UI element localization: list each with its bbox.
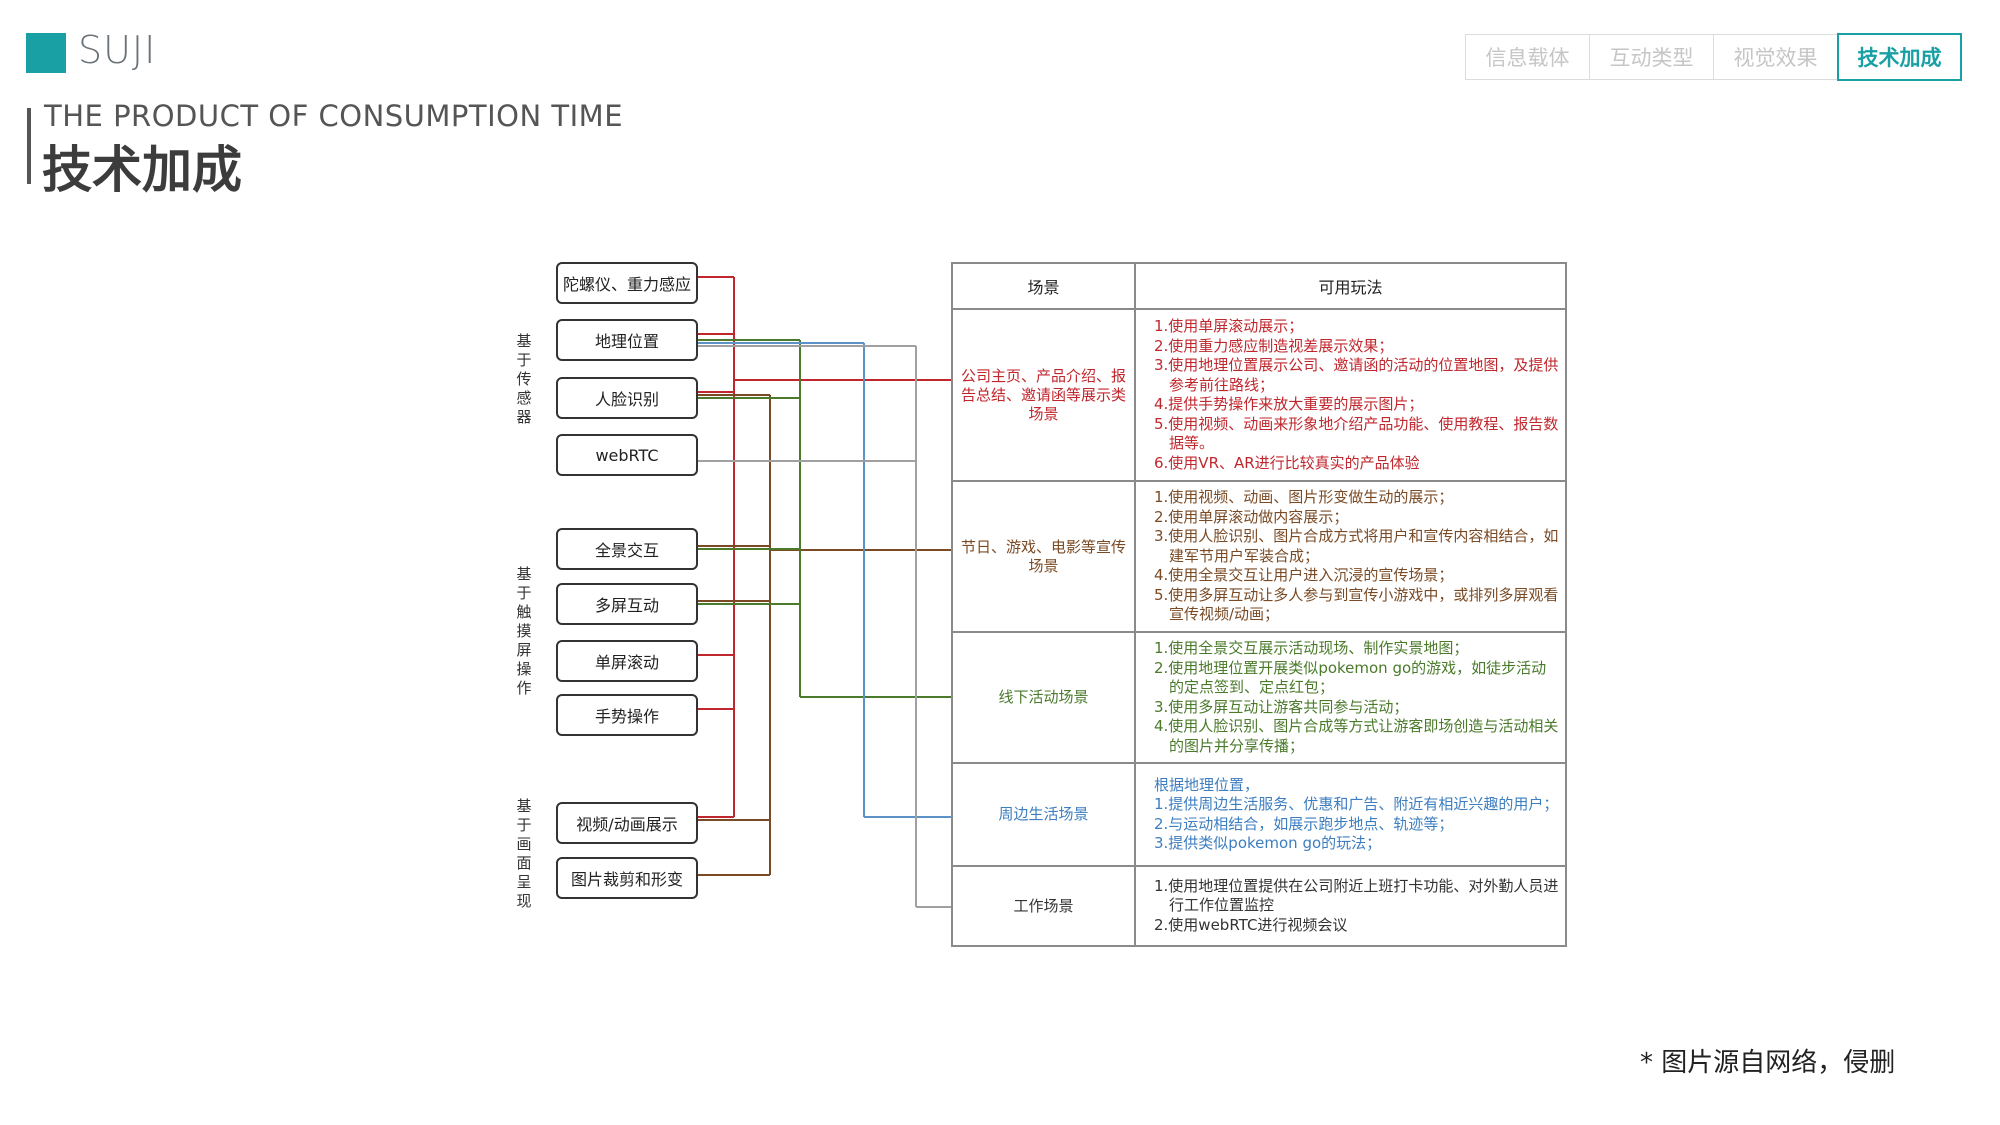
group-label-sensor: 基于传感器	[516, 332, 532, 426]
list-item: 5.使用视频、动画来形象地介绍产品功能、使用教程、报告数据等。	[1154, 414, 1559, 453]
tech-single-scroll: 单屏滚动	[556, 640, 698, 682]
tech-gyroscope: 陀螺仪、重力感应	[556, 262, 698, 304]
scene-promotion: 节日、游戏、电影等宣传场景	[951, 480, 1136, 633]
list-item: 根据地理位置，	[1154, 775, 1260, 794]
list-item: 3.使用地理位置展示公司、邀请函的活动的位置地图，及提供参考前往路线；	[1154, 356, 1559, 394]
table-row: 节日、游戏、电影等宣传场景 1.使用视频、动画、图片形变做生动的展示； 2.使用…	[951, 480, 1567, 633]
list-item: 2.使用重力感应制造视差展示效果；	[1154, 336, 1394, 355]
page-title: 技术加成	[42, 141, 242, 199]
list-item: 1.提供周边生活服务、优惠和广告、附近有相近兴趣的用户；	[1154, 795, 1559, 813]
playstyle-list: 1.使用单屏滚动展示； 2.使用重力感应制造视差展示效果； 3.使用地理位置展示…	[1134, 308, 1567, 482]
tab-tech-boost[interactable]: 技术加成	[1837, 33, 1962, 81]
tech-geolocation: 地理位置	[556, 319, 698, 361]
title-accent-bar	[27, 108, 31, 184]
section-tabs: 信息载体 互动类型 视觉效果 技术加成	[1465, 33, 1962, 81]
list-item: 2.使用webRTC进行视频会议	[1154, 915, 1348, 934]
header-scene: 场景	[951, 262, 1136, 310]
scene-display: 公司主页、产品介绍、报告总结、邀请函等展示类场景	[951, 308, 1136, 482]
page-subtitle: THE PRODUCT OF CONSUMPTION TIME	[44, 99, 624, 133]
table-row: 线下活动场景 1.使用全景交互展示活动现场、制作实景地图； 2.使用地理位置开展…	[951, 631, 1567, 764]
list-item: 3.使用多屏互动让游客共同参与活动；	[1154, 697, 1409, 716]
tech-multiscreen: 多屏互动	[556, 583, 698, 625]
table-row: 公司主页、产品介绍、报告总结、邀请函等展示类场景 1.使用单屏滚动展示； 2.使…	[951, 308, 1567, 482]
table-row: 周边生活场景 根据地理位置， 1.提供周边生活服务、优惠和广告、附近有相近兴趣的…	[951, 762, 1567, 867]
list-item: 2.使用地理位置开展类似pokemon go的游戏，如徒步活动的定点签到、定点红…	[1154, 658, 1547, 697]
brand-name: SUJI	[78, 28, 157, 72]
list-item: 2.使用单屏滚动做内容展示；	[1154, 507, 1349, 526]
list-item: 1.使用视频、动画、图片形变做生动的展示；	[1154, 488, 1454, 507]
group-label-touch: 基于触摸屏操作	[516, 565, 532, 697]
list-item: 1.使用地理位置提供在公司附近上班打卡功能、对外勤人员进行工作位置监控	[1154, 876, 1559, 915]
list-item: 4.使用人脸识别、图片合成等方式让游客即场创造与活动相关的图片并分享传播；	[1154, 717, 1559, 755]
list-item: 3.提供类似pokemon go的玩法；	[1154, 834, 1382, 852]
playstyle-list: 根据地理位置， 1.提供周边生活服务、优惠和广告、附近有相近兴趣的用户； 2.与…	[1134, 762, 1567, 867]
tech-image-crop: 图片裁剪和形变	[556, 857, 698, 899]
tech-webrtc: webRTC	[556, 434, 698, 476]
tab-visual-effect[interactable]: 视觉效果	[1713, 34, 1838, 80]
group-label-render: 基于画面呈现	[516, 797, 532, 910]
scene-offline: 线下活动场景	[951, 631, 1136, 764]
brand-logo-icon	[26, 33, 66, 73]
list-item: 4.使用全景交互让用户进入沉浸的宣传场景；	[1154, 566, 1454, 585]
tab-interaction-type[interactable]: 互动类型	[1589, 34, 1714, 80]
table-row: 工作场景 1.使用地理位置提供在公司附近上班打卡功能、对外勤人员进行工作位置监控…	[951, 865, 1567, 947]
tech-panorama: 全景交互	[556, 528, 698, 570]
table-header-row: 场景 可用玩法	[951, 262, 1567, 310]
tech-face-recognition: 人脸识别	[556, 377, 698, 419]
playstyle-list: 1.使用全景交互展示活动现场、制作实景地图； 2.使用地理位置开展类似pokem…	[1134, 631, 1567, 764]
scene-nearby: 周边生活场景	[951, 762, 1136, 867]
list-item: 6.使用VR、AR进行比较真实的产品体验	[1154, 453, 1420, 472]
tech-video-animation: 视频/动画展示	[556, 802, 698, 844]
tech-gesture: 手势操作	[556, 694, 698, 736]
list-item: 3.使用人脸识别、图片合成方式将用户和宣传内容相结合，如建军节用户军装合成；	[1154, 527, 1559, 565]
list-item: 2.与运动相结合，如展示跑步地点、轨迹等；	[1154, 814, 1454, 833]
scene-work: 工作场景	[951, 865, 1136, 947]
list-item: 1.使用全景交互展示活动现场、制作实景地图；	[1154, 639, 1469, 657]
list-item: 1.使用单屏滚动展示；	[1154, 317, 1304, 335]
list-item: 4.提供手势操作来放大重要的展示图片；	[1154, 395, 1424, 413]
list-item: 5.使用多屏互动让多人参与到宣传小游戏中，或排列多屏观看宣传视频/动画；	[1154, 585, 1559, 624]
source-note: * 图片源自网络，侵删	[1640, 1048, 1896, 1078]
scene-table: 场景 可用玩法 公司主页、产品介绍、报告总结、邀请函等展示类场景 1.使用单屏滚…	[951, 262, 1567, 947]
header-playstyle: 可用玩法	[1134, 262, 1567, 310]
playstyle-list: 1.使用视频、动画、图片形变做生动的展示； 2.使用单屏滚动做内容展示； 3.使…	[1134, 480, 1567, 633]
playstyle-list: 1.使用地理位置提供在公司附近上班打卡功能、对外勤人员进行工作位置监控 2.使用…	[1134, 865, 1567, 947]
